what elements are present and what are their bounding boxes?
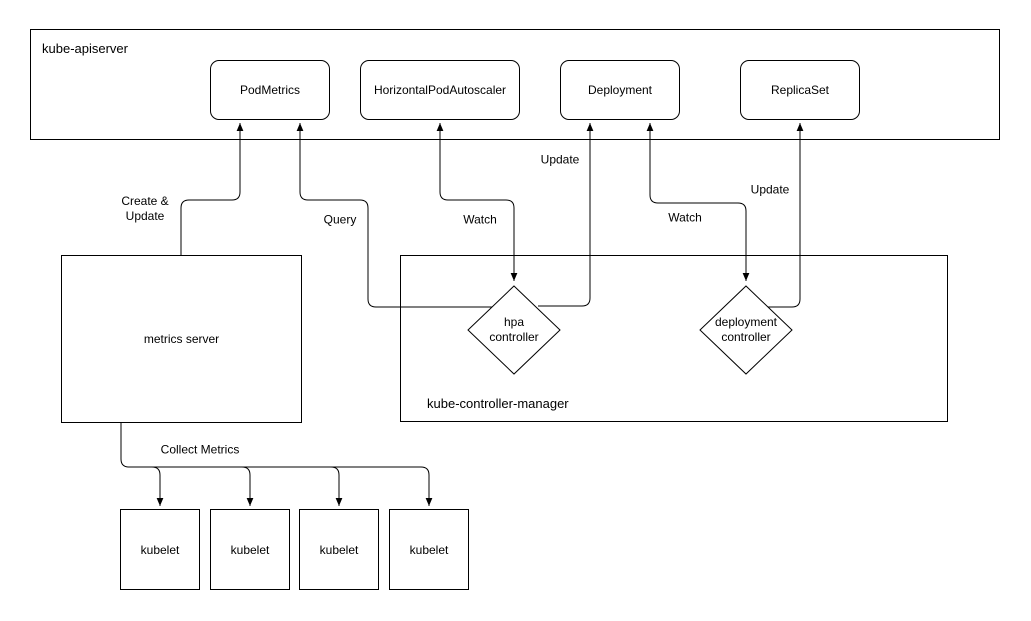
edge-collect-metrics-branch-1 (151, 466, 164, 506)
edge-create-update (180, 123, 244, 255)
node-podmetrics: PodMetrics (210, 60, 330, 120)
node-kubelet-1: kubelet (120, 509, 200, 590)
edge-label-query: Query (323, 212, 357, 227)
edge-label-update-deployment: Update (750, 182, 790, 197)
kube-apiserver-label: kube-apiserver (42, 41, 128, 56)
node-deployment-label: Deployment (587, 83, 653, 97)
node-replicaset: ReplicaSet (740, 60, 860, 120)
node-horizontalpodautoscaler-label: HorizontalPodAutoscaler (373, 83, 507, 97)
node-kubelet-3-label: kubelet (319, 542, 359, 557)
node-kubelet-1-label: kubelet (140, 542, 180, 557)
edge-collect-metrics-main (120, 423, 433, 506)
edge-collect-metrics-branch-3 (330, 466, 343, 506)
node-metrics-server-label: metrics server (143, 332, 220, 346)
node-kubelet-4: kubelet (389, 509, 469, 590)
node-podmetrics-label: PodMetrics (239, 83, 301, 97)
node-kubelet-3: kubelet (299, 509, 379, 590)
edge-label-create-update: Create & Update (121, 194, 169, 223)
edge-label-watch-hpa: Watch (463, 212, 497, 227)
node-horizontalpodautoscaler: HorizontalPodAutoscaler (360, 60, 520, 120)
node-deployment-controller-label: deployment controller (714, 315, 778, 344)
node-kubelet-2: kubelet (210, 509, 290, 590)
node-hpa-controller-label: hpa controller (489, 315, 539, 344)
edge-label-collect-metrics: Collect Metrics (160, 442, 240, 457)
node-metrics-server: metrics server (61, 255, 302, 423)
edge-label-watch-deployment: Watch (668, 210, 702, 225)
edge-collect-metrics-branch-2 (241, 466, 254, 506)
edge-label-update-hpa: Update (540, 152, 580, 167)
node-kubelet-2-label: kubelet (230, 542, 270, 557)
node-kubelet-4-label: kubelet (409, 542, 449, 557)
node-replicaset-label: ReplicaSet (770, 83, 830, 97)
node-deployment: Deployment (560, 60, 680, 120)
kube-controller-manager-label: kube-controller-manager (427, 396, 569, 411)
